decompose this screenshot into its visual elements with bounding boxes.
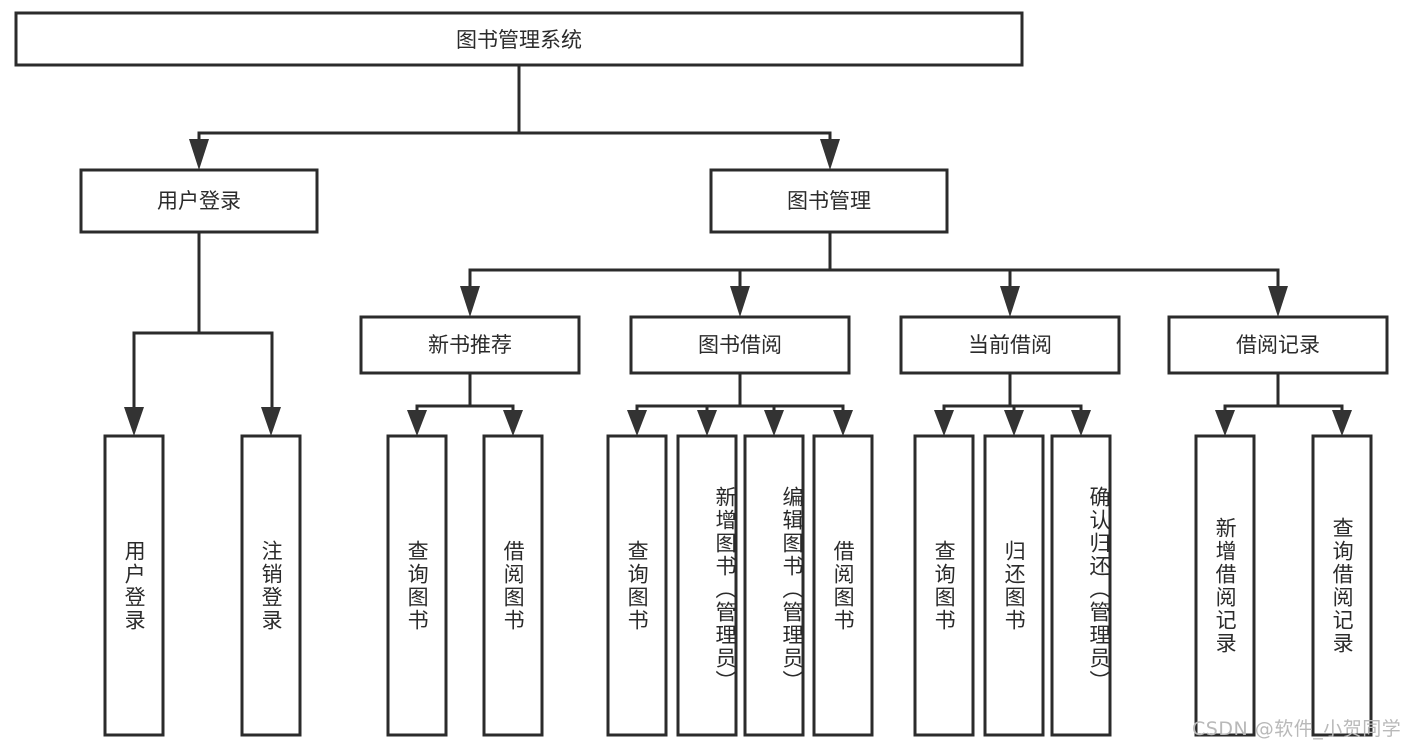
node-new-book-recommend[interactable] (359, 315, 581, 375)
leaf-box-borrow-book[interactable] (812, 434, 874, 737)
node-label-book-management: 图书管理 (787, 189, 871, 213)
arrow-record-leaf-2 (1332, 410, 1352, 436)
arrow-user-login-leaf-1 (124, 407, 144, 436)
node-user-login[interactable] (79, 168, 319, 234)
leaf-box-query-book-recommend[interactable] (386, 434, 448, 737)
arrow-to-new-book-recommend (460, 286, 480, 317)
arrow-current-leaf-2 (1004, 410, 1024, 436)
arrow-root-to-book-mgmt (820, 139, 840, 170)
leaf-box-borrow-book-recommend[interactable] (482, 434, 544, 737)
arrow-to-current-borrow (1000, 286, 1020, 317)
leaf-box-return-book[interactable] (983, 434, 1045, 737)
node-borrow-record[interactable] (1167, 315, 1389, 375)
arrow-record-leaf-1 (1215, 410, 1235, 436)
leaf-box-add-borrow-record[interactable] (1194, 434, 1256, 737)
node-book-management-system[interactable] (14, 11, 1024, 67)
leaf-box-add-book-admin[interactable] (676, 434, 738, 737)
node-label-book-management-system: 图书管理系统 (456, 28, 582, 52)
box-layer: 图书管理系统 用户登录 图书管理 新书推荐 图书借阅 当前借阅 借阅记录 (14, 11, 1389, 737)
leaf-box-user-login[interactable] (103, 434, 165, 737)
leaf-box-confirm-return-admin[interactable] (1050, 434, 1112, 737)
arrow-recommend-leaf-2 (503, 410, 523, 436)
watermark-text: CSDN @软件_小贺同学 (1192, 718, 1402, 740)
arrow-user-login-leaf-2 (261, 407, 281, 436)
node-label-user-login: 用户登录 (157, 189, 241, 213)
node-book-management[interactable] (709, 168, 949, 234)
arrow-borrow-leaf-1 (627, 410, 647, 436)
arrow-borrow-leaf-2 (697, 410, 717, 436)
leaf-box-query-book-borrow[interactable] (606, 434, 668, 737)
arrow-borrow-leaf-4 (833, 410, 853, 436)
arrow-recommend-leaf-1 (407, 410, 427, 436)
node-label-current-borrow: 当前借阅 (968, 333, 1052, 357)
node-label-new-book-recommend: 新书推荐 (428, 333, 512, 357)
arrow-current-leaf-1 (934, 410, 954, 436)
arrow-current-leaf-3 (1071, 410, 1091, 436)
node-book-borrow[interactable] (629, 315, 851, 375)
node-label-book-borrow: 图书借阅 (698, 333, 782, 357)
leaf-box-query-book-current[interactable] (913, 434, 975, 737)
node-current-borrow[interactable] (899, 315, 1121, 375)
leaf-box-logout-login[interactable] (240, 434, 302, 737)
arrow-to-book-borrow (730, 286, 750, 317)
arrow-borrow-leaf-3 (764, 410, 784, 436)
arrow-root-to-user-login (189, 139, 209, 170)
arrow-to-borrow-record (1268, 286, 1288, 317)
connector-layer (124, 63, 1352, 436)
node-label-borrow-record: 借阅记录 (1236, 333, 1320, 357)
leaf-box-query-borrow-record[interactable] (1311, 434, 1373, 737)
leaf-box-edit-book-admin[interactable] (743, 434, 805, 737)
